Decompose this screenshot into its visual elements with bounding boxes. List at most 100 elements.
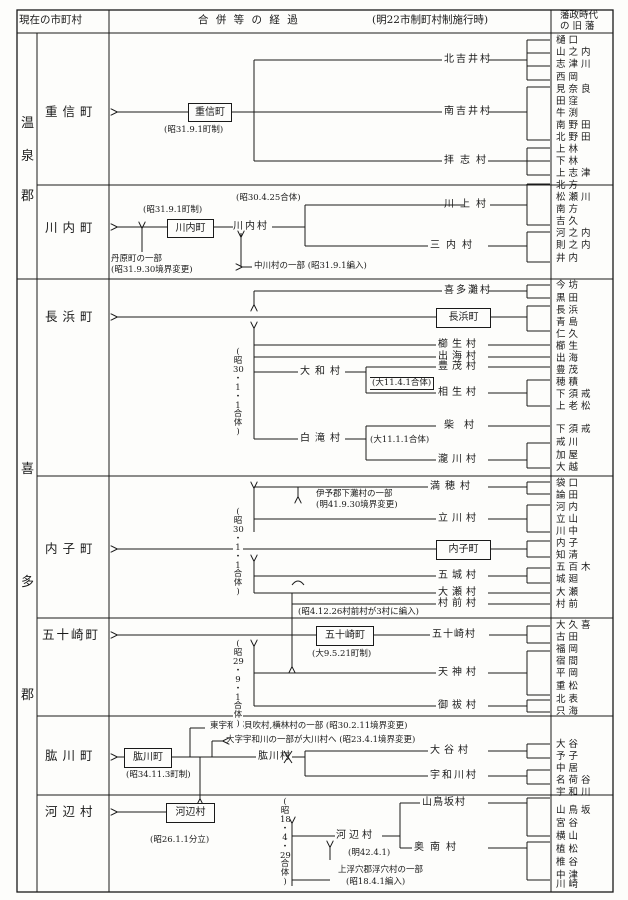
village-goshiro: 五城村: [438, 570, 480, 581]
header-han-column-line2: の 旧 藩: [560, 21, 595, 32]
village-shirataki: 白滝村: [300, 433, 345, 444]
village-yamatosaka: 山鳥坂村: [422, 797, 466, 808]
old-village: 川 中: [556, 526, 579, 537]
old-village: 宿 間: [556, 656, 579, 667]
district-onsen-char-1: 温: [21, 116, 35, 131]
old-village: 下 林: [556, 156, 579, 167]
old-village: 上 林: [556, 144, 579, 155]
note-kawauchi-s30: (昭30.4.25合体): [236, 193, 301, 203]
village-mitsuho: 満穂村: [430, 481, 475, 492]
note-shirataki-t11: (大11.1.1合体): [370, 435, 430, 445]
village-muramae: 村前村: [438, 598, 480, 609]
header-process-column: 合 併 等 の 経 過: [198, 14, 300, 26]
town-kawauchi: 川内町: [45, 220, 98, 235]
note-hijikawa-line2: 大字宇和川の一部が大川村へ (昭23.4.1境界変更): [226, 735, 416, 745]
town-shigenobu: 重信町: [45, 104, 98, 119]
note-iyo-line2: (明41.9.30境界変更): [316, 500, 398, 510]
village-minamiyoshii: 南吉井村: [444, 106, 492, 117]
old-village: 樋 口: [556, 35, 579, 46]
old-village: 山 鳥 坂: [556, 805, 591, 816]
old-village: 山 之 内: [556, 47, 591, 58]
old-village: 中 津: [556, 870, 579, 881]
note-iyo-line1: 伊予郡下灘村の一部: [316, 489, 393, 499]
old-village: 立 山: [556, 514, 579, 525]
village-mitsuuchi: 三内村: [430, 240, 478, 251]
note-nakagawa: 中川村の一部 (昭31.9.1編入): [254, 261, 367, 271]
village-aio: 相生村: [438, 387, 480, 398]
old-village: 北 方: [556, 180, 579, 191]
old-village: 西 岡: [556, 72, 579, 83]
village-haishi: 拝志村: [444, 155, 492, 166]
old-village: 上 志 津: [556, 168, 591, 179]
old-village: 田 窪: [556, 96, 579, 107]
old-village: 大 久 喜: [556, 620, 591, 631]
old-village: 長 浜: [556, 305, 579, 316]
old-village: 井 内: [556, 253, 579, 264]
old-village: 村 前: [556, 599, 579, 610]
old-village: 則 之 内: [556, 240, 591, 251]
old-village: 櫛 生: [556, 341, 579, 352]
district-kita-char-3: 郡: [21, 688, 35, 703]
old-village: 大 越: [556, 462, 579, 473]
old-village: 仁 久: [556, 329, 579, 340]
old-village: 下 須 戒: [556, 389, 591, 400]
old-village: 吉 久: [556, 216, 579, 227]
old-village: 見 奈 良: [556, 84, 591, 95]
note-tanbara-line2: (昭31.9.30境界変更): [111, 265, 193, 275]
box-uchiko: 内子町: [436, 540, 491, 560]
old-village: 黒 田: [556, 293, 579, 304]
old-village: 中 居: [556, 763, 579, 774]
old-village: 内 子: [556, 538, 579, 549]
box-kawabe: 河辺村: [166, 803, 215, 823]
old-village: 城 廻: [556, 574, 579, 585]
town-uchiko: 内子町: [45, 541, 98, 556]
note-kamiukiana-line1: 上浮穴郡浮穴村の一部: [338, 865, 424, 875]
district-onsen-char-3: 郡: [21, 189, 35, 204]
old-village: 論 田: [556, 490, 579, 501]
old-village: 大 谷: [556, 739, 579, 750]
village-oyano: 大谷村: [430, 745, 472, 756]
old-village: 名 荷 谷: [556, 775, 591, 786]
old-village: 植 松: [556, 844, 579, 855]
box-ikazaki: 五十崎町: [316, 626, 374, 646]
old-village: 南 方: [556, 204, 579, 215]
old-village: 椎 谷: [556, 857, 579, 868]
district-kita-char-2: 多: [21, 575, 35, 590]
note-kawabe-s26: (昭26.1.1分立): [150, 835, 210, 845]
header-town-column: 現在の市町村: [19, 14, 82, 26]
note-hijikawa-s34: (昭34.11.3町制): [126, 770, 191, 780]
old-village: 宮 谷: [556, 818, 579, 829]
village-takikawa: 瀧川村: [438, 454, 480, 465]
old-village: 宇 和 川: [556, 787, 591, 798]
old-village: 戒 川: [556, 437, 579, 448]
note-kamiukiana-line2: (昭18.4.1編入): [346, 877, 406, 887]
old-village: 古 田: [556, 632, 579, 643]
box-nagahama: 長浜町: [436, 308, 491, 328]
old-village: 横 山: [556, 831, 579, 842]
old-village: 袋 口: [556, 478, 579, 489]
note-tanbara-line1: 丹原町の一部: [111, 254, 163, 264]
village-uwagawa: 宇和川村: [430, 770, 478, 781]
note-ikazaki-t9: (大9.5.21町制): [312, 649, 372, 659]
note-shigenobu-s31: (昭31.9.1町制): [164, 125, 224, 135]
old-village: 松 瀬 川: [556, 192, 591, 203]
old-village: 下 須 戒: [556, 424, 591, 435]
old-village: 出 海: [556, 353, 579, 364]
old-village: 知 清: [556, 550, 579, 561]
district-onsen-char-2: 泉: [21, 149, 35, 164]
box-hijikawa: 肱川町: [124, 748, 172, 768]
note-hijikawa-line1: 東宇和郡貝吹村,横林村の一部 (昭30.2.11境界変更): [210, 721, 408, 731]
old-village: 大 瀬: [556, 587, 579, 598]
old-village: 河 内: [556, 502, 579, 513]
village-ikazaki-mura: 五十崎村: [432, 629, 476, 640]
town-hijikawa: 肱川町: [45, 748, 98, 763]
village-izumi: 出海村: [438, 351, 480, 362]
town-nagahama: 長浜町: [45, 309, 98, 324]
village-tatekawa: 立川村: [438, 513, 480, 524]
